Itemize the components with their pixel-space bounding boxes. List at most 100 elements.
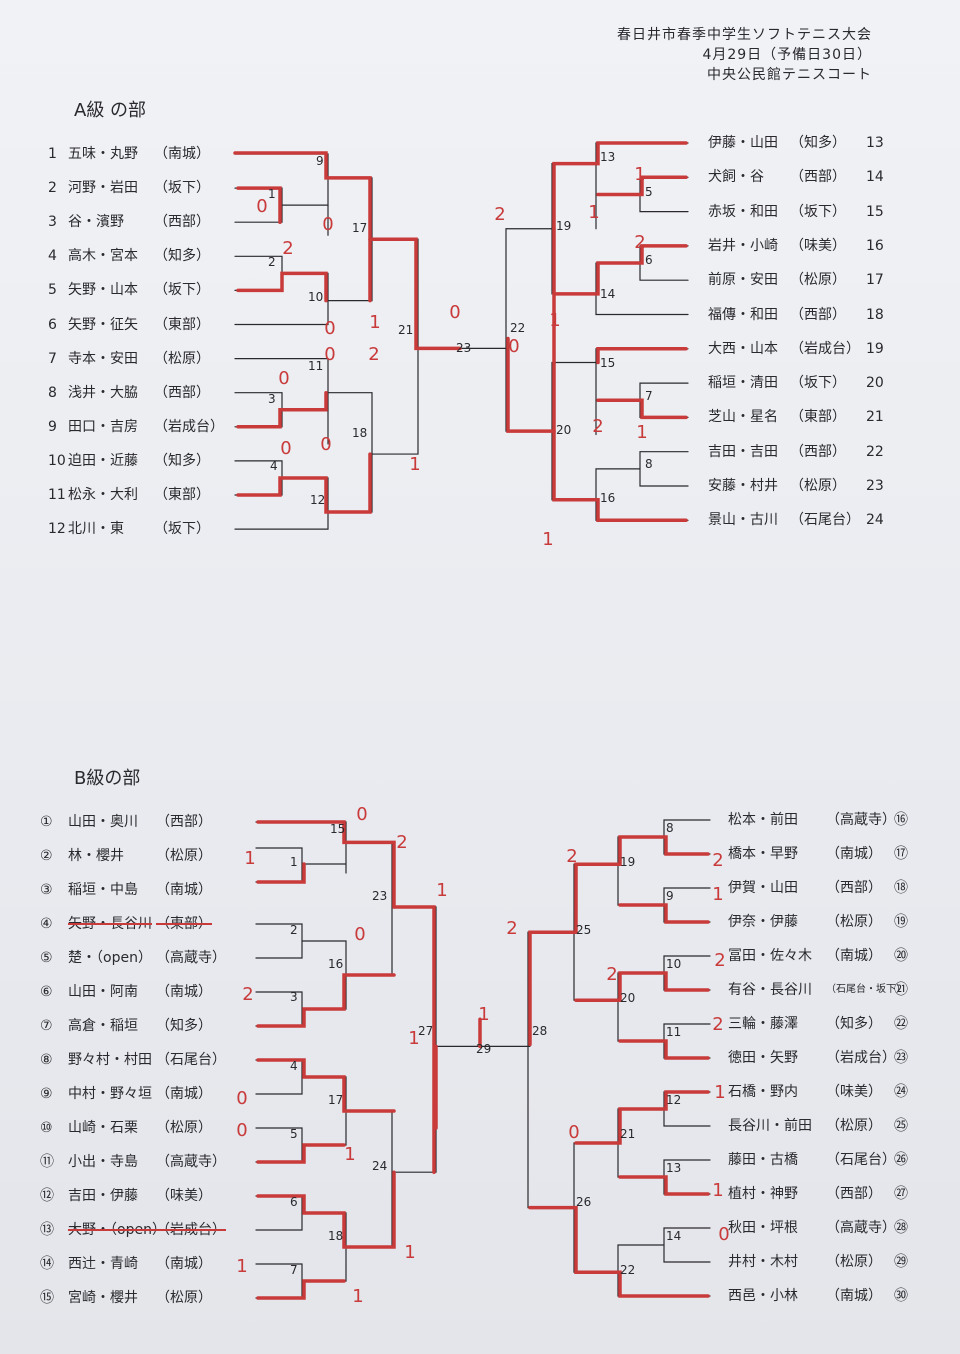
winner-line bbox=[528, 1205, 710, 1298]
handwritten-score: 2 bbox=[606, 964, 617, 985]
bracket bbox=[527, 931, 575, 1209]
match-number: 19 bbox=[620, 855, 635, 869]
player-team: （岩成台） bbox=[154, 418, 224, 435]
winner-line bbox=[392, 905, 436, 1174]
handwritten-score: 1 bbox=[408, 1028, 419, 1049]
handwritten-score: 1 bbox=[712, 884, 723, 905]
match-number: 9 bbox=[316, 154, 324, 168]
player-name: 大西・山本 bbox=[708, 340, 778, 357]
player-no: ⑦ bbox=[40, 1018, 53, 1034]
winner-line bbox=[596, 175, 688, 197]
player-name: 西辻・青崎 bbox=[68, 1256, 138, 1272]
player-no: ⑰ bbox=[894, 846, 908, 862]
player-no: ⑪ bbox=[40, 1154, 54, 1170]
match-number: 18 bbox=[328, 1229, 343, 1243]
player-name: 井村・木村 bbox=[728, 1254, 798, 1270]
player-team: （味美） bbox=[790, 237, 846, 254]
match-number: 6 bbox=[645, 253, 653, 267]
bracket bbox=[345, 841, 393, 976]
player-team: （南城） bbox=[156, 882, 212, 898]
match-number: 22 bbox=[620, 1263, 635, 1277]
player-no: 1 bbox=[48, 146, 57, 162]
player-no: ㉕ bbox=[894, 1118, 908, 1134]
match-number: 7 bbox=[645, 389, 653, 403]
winner-line bbox=[552, 244, 688, 296]
player-no: 18 bbox=[866, 306, 884, 323]
player-team: （西部） bbox=[154, 384, 210, 401]
match-number: 5 bbox=[290, 1127, 298, 1141]
match-number: 13 bbox=[600, 150, 615, 164]
handwritten-score: 2 bbox=[242, 984, 253, 1005]
bracket bbox=[617, 836, 665, 906]
player-team: （岩成台） bbox=[826, 1050, 896, 1066]
handwritten-score: 2 bbox=[396, 832, 407, 853]
player-no: 4 bbox=[48, 248, 57, 265]
player-no: ⑫ bbox=[40, 1188, 54, 1204]
section-a-title: A級 の部 bbox=[74, 100, 147, 121]
player-no: 17 bbox=[866, 272, 884, 289]
player-name: 山崎・石栗 bbox=[68, 1120, 138, 1136]
handwritten-score: 0 bbox=[236, 1088, 247, 1109]
match-number: 11 bbox=[666, 1025, 681, 1039]
header-date: 4月29日（予備日30日） bbox=[702, 47, 872, 63]
handwritten-score: 0 bbox=[236, 1120, 247, 1141]
handwritten-score: 1 bbox=[542, 529, 553, 550]
handwritten-score: 2 bbox=[494, 204, 505, 225]
player-name: 大野・（open） bbox=[68, 1222, 166, 1238]
handwritten-score: 0 bbox=[324, 344, 335, 365]
handwritten-score: 1 bbox=[344, 1144, 355, 1165]
handwritten-score: 1 bbox=[409, 454, 420, 475]
player-team: （味美） bbox=[826, 1084, 882, 1100]
handwritten-score: 2 bbox=[282, 238, 293, 259]
player-no: 13 bbox=[866, 135, 884, 151]
player-no: 22 bbox=[866, 443, 884, 460]
player-no: ⑯ bbox=[894, 812, 908, 828]
handwritten-score: 0 bbox=[449, 302, 460, 323]
player-no: 10 bbox=[48, 452, 66, 469]
match-number: 20 bbox=[556, 423, 571, 437]
match-number: 27 bbox=[418, 1024, 433, 1038]
player-team: （松原） bbox=[826, 1118, 882, 1134]
match-number: 23 bbox=[456, 341, 471, 355]
match-number: 19 bbox=[556, 219, 571, 233]
player-name: 冨田・佐々木 bbox=[728, 948, 812, 964]
handwritten-score: 0 bbox=[256, 196, 267, 217]
match-number: 2 bbox=[290, 923, 298, 937]
player-team: （西部） bbox=[790, 306, 846, 323]
player-no: ㉖ bbox=[894, 1152, 908, 1168]
winner-line bbox=[236, 452, 372, 514]
player-team: （東部） bbox=[154, 487, 210, 503]
bracket bbox=[345, 1110, 393, 1248]
player-name: 松永・大利 bbox=[68, 487, 138, 503]
match-number: 14 bbox=[600, 287, 615, 301]
match-number: 7 bbox=[290, 1263, 298, 1277]
handwritten-score: 1 bbox=[369, 312, 380, 333]
handwritten-score: 1 bbox=[712, 1180, 723, 1201]
player-no: 12 bbox=[48, 521, 66, 538]
winner-line bbox=[596, 398, 688, 420]
player-team: （高蔵寺） bbox=[156, 1154, 226, 1170]
player-no: ㉒ bbox=[894, 1016, 908, 1032]
player-no: 2 bbox=[48, 180, 57, 197]
player-name: 宮崎・櫻井 bbox=[68, 1290, 138, 1306]
match-number: 5 bbox=[645, 185, 653, 199]
match-number: 11 bbox=[308, 359, 323, 373]
player-no: ⑬ bbox=[40, 1222, 54, 1238]
player-name: 犬飼・谷 bbox=[708, 169, 764, 186]
match-number: 1 bbox=[290, 855, 298, 869]
player-team: （岩成台） bbox=[790, 340, 860, 357]
match-number: 10 bbox=[666, 957, 681, 971]
player-name: 岩井・小崎 bbox=[708, 237, 778, 254]
handwritten-score: 2 bbox=[592, 416, 603, 437]
handwritten-score: 0 bbox=[280, 438, 291, 459]
bracket bbox=[234, 358, 329, 445]
player-name: 徳田・矢野 bbox=[728, 1050, 798, 1066]
player-name: 吉田・吉田 bbox=[708, 443, 778, 460]
player-team: （石尾台） bbox=[826, 1152, 896, 1168]
handwritten-score: 1 bbox=[636, 422, 647, 443]
player-name: 伊奈・伊藤 bbox=[728, 914, 798, 930]
match-number: 25 bbox=[576, 923, 591, 937]
match-number: 17 bbox=[352, 221, 367, 235]
match-number: 15 bbox=[330, 822, 345, 836]
